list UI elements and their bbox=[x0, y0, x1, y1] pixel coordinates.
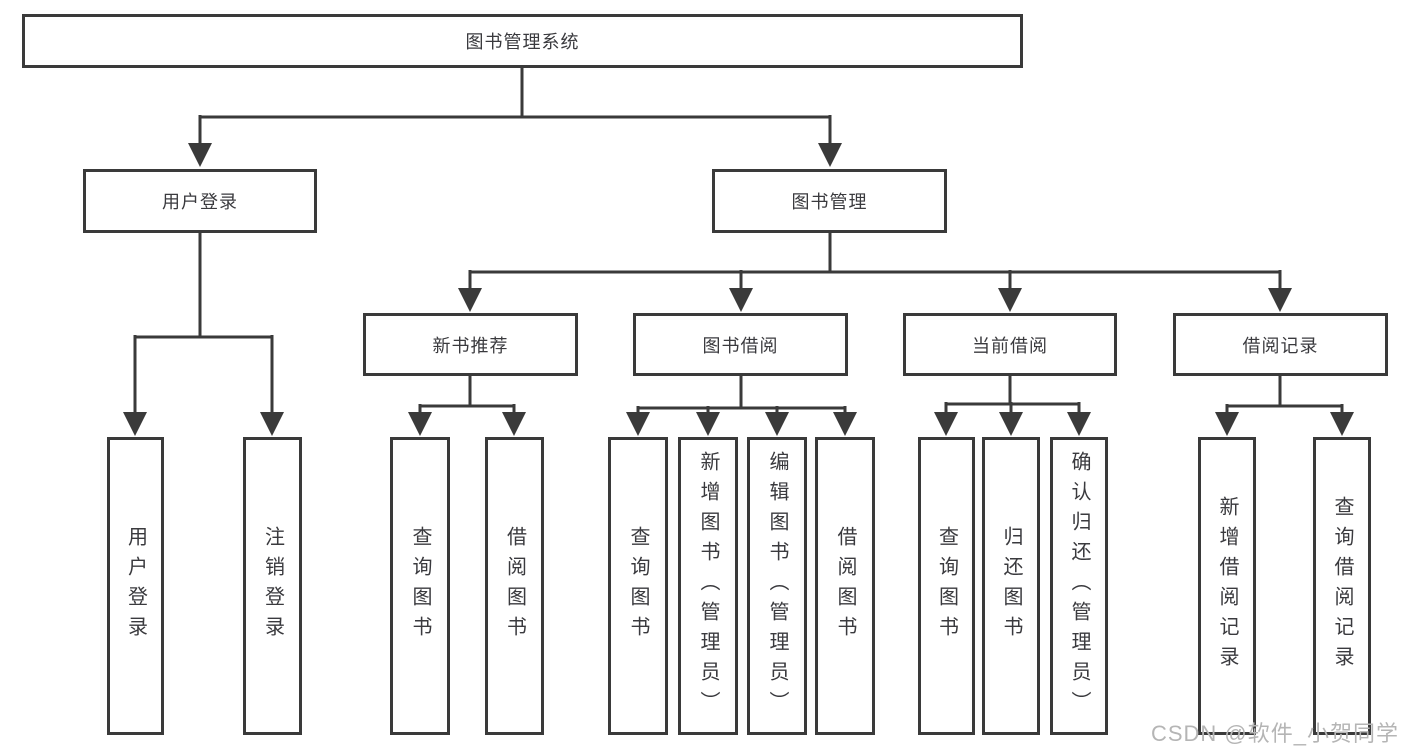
leaf-label: 归还图书 bbox=[1000, 526, 1022, 646]
node-new-book-recommend: 新书推荐 bbox=[363, 313, 578, 376]
leaf-label: 新增借阅记录 bbox=[1216, 496, 1238, 676]
leaf-label: 查询图书 bbox=[627, 526, 649, 646]
node-label: 图书管理 bbox=[791, 192, 868, 212]
node-label: 当前借阅 bbox=[972, 335, 1048, 356]
leaf-logout: 注销登录 bbox=[243, 437, 302, 735]
node-label: 借阅记录 bbox=[1242, 335, 1319, 356]
leaf-bb-query-books: 查询图书 bbox=[608, 437, 668, 735]
leaf-user-login: 用户登录 bbox=[107, 437, 164, 735]
node-book-management: 图书管理 bbox=[712, 169, 947, 233]
leaf-bb-borrow-books: 借阅图书 bbox=[815, 437, 875, 735]
leaf-cb-query-books: 查询图书 bbox=[918, 437, 975, 735]
leaf-br-query-record: 查询借阅记录 bbox=[1313, 437, 1371, 735]
leaf-label: 新增图书（管理员） bbox=[697, 451, 719, 721]
node-current-borrow: 当前借阅 bbox=[903, 313, 1117, 376]
node-label: 用户登录 bbox=[162, 192, 238, 212]
leaf-label: 查询图书 bbox=[409, 526, 431, 646]
csdn-watermark: CSDN @软件_小贺同学 bbox=[1150, 721, 1399, 746]
leaf-nb-borrow-books: 借阅图书 bbox=[485, 437, 544, 735]
leaf-label: 借阅图书 bbox=[834, 526, 856, 646]
node-label: 图书管理系统 bbox=[465, 32, 580, 52]
node-label: 图书借阅 bbox=[702, 335, 779, 356]
leaf-br-add-record: 新增借阅记录 bbox=[1198, 437, 1256, 735]
node-library-management-system: 图书管理系统 bbox=[22, 14, 1023, 68]
leaf-label: 借阅图书 bbox=[503, 526, 526, 646]
leaf-cb-confirm-return-admin: 确认归还（管理员） bbox=[1050, 437, 1108, 735]
node-book-borrow: 图书借阅 bbox=[633, 313, 848, 376]
node-borrow-records: 借阅记录 bbox=[1173, 313, 1388, 376]
leaf-label: 注销登录 bbox=[261, 526, 284, 646]
leaf-label: 确认归还（管理员） bbox=[1068, 451, 1090, 721]
leaf-label: 用户登录 bbox=[124, 526, 147, 646]
leaf-label: 查询图书 bbox=[935, 526, 958, 646]
leaf-label: 查询借阅记录 bbox=[1331, 496, 1353, 676]
node-user-login: 用户登录 bbox=[83, 169, 317, 233]
leaf-nb-query-books: 查询图书 bbox=[390, 437, 450, 735]
leaf-bb-edit-books-admin: 编辑图书（管理员） bbox=[747, 437, 807, 735]
node-label: 新书推荐 bbox=[432, 335, 509, 356]
leaf-cb-return-books: 归还图书 bbox=[982, 437, 1040, 735]
leaf-label: 编辑图书（管理员） bbox=[766, 451, 788, 721]
leaf-bb-add-books-admin: 新增图书（管理员） bbox=[678, 437, 738, 735]
